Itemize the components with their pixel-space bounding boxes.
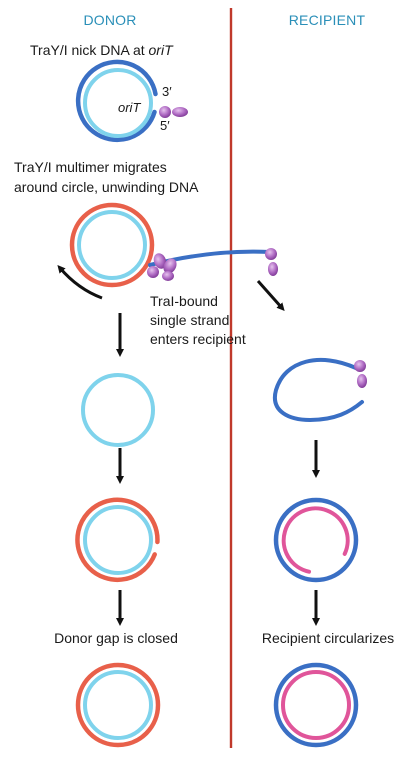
recipient-final-label: Recipient circularizes (262, 630, 394, 646)
transfer-label-line1: TraI-bound (150, 293, 218, 309)
donor-single-strand-circle (81, 373, 155, 447)
recipient-linear-strand (272, 357, 367, 423)
nicked-plasmid (75, 59, 158, 143)
trai-protein-at-strand-end (265, 248, 278, 276)
transfer-label-line2: single strand (150, 312, 229, 328)
rotation-arrow (57, 264, 103, 300)
step2-label-line1: TraY/I multimer migrates (14, 159, 167, 175)
donor-header: DONOR (83, 12, 136, 28)
step1-orit-text: oriT (149, 42, 175, 58)
trai-lobe-1 (265, 248, 277, 260)
inner-strand-light-cyan (83, 68, 153, 138)
recipient-gapped-replication (273, 497, 359, 583)
trai-lobe-2 (268, 262, 278, 276)
transfer-arrow (256, 280, 285, 311)
new-strand-pink-gapped (281, 506, 350, 574)
five-prime-label: 5′ (160, 118, 170, 133)
protein-lobe-2 (172, 107, 188, 117)
inner-strand-pink (281, 670, 351, 740)
donor-gapped-replication (75, 497, 160, 583)
template-strand-light-cyan (83, 505, 153, 575)
outer-strand-orange (75, 662, 161, 748)
inner-strand-light-cyan (83, 670, 153, 740)
multimer-lobe-3 (163, 258, 177, 274)
donor-final-plasmid (75, 662, 161, 748)
recipient-trai-lobe-1 (354, 360, 366, 372)
transfer-label-line3: enters recipient (150, 331, 246, 347)
protein-lobe-1 (159, 106, 171, 118)
inner-strand-light-cyan (77, 210, 147, 280)
orit-label: oriT (118, 100, 141, 115)
incoming-single-strand (272, 357, 364, 423)
tray-i-protein-at-orit (159, 106, 188, 118)
tray-i-multimer (147, 253, 177, 281)
step2-label-line2: around circle, unwinding DNA (14, 179, 199, 195)
outer-strand-dark-blue (273, 662, 359, 748)
step1-nick-label: TraY/I nick DNA at oriT (30, 42, 174, 58)
three-prime-label: 3′ (162, 84, 172, 99)
template-strand-dark-blue (273, 497, 359, 583)
recipient-final-plasmid (273, 662, 359, 748)
recipient-header: RECIPIENT (289, 12, 366, 28)
outer-strand-orange (69, 202, 155, 288)
outer-strand-dark-blue (75, 59, 158, 143)
multimer-lobe-1 (147, 266, 159, 278)
donor-final-label: Donor gap is closed (54, 630, 178, 646)
new-strand-orange-gapped (75, 497, 160, 583)
recipient-trai-lobe-2 (357, 374, 367, 388)
multimer-lobe-4 (162, 271, 174, 281)
step1-nick-text: TraY/I nick DNA at (30, 42, 149, 58)
multimer-lobe-2 (153, 253, 167, 269)
